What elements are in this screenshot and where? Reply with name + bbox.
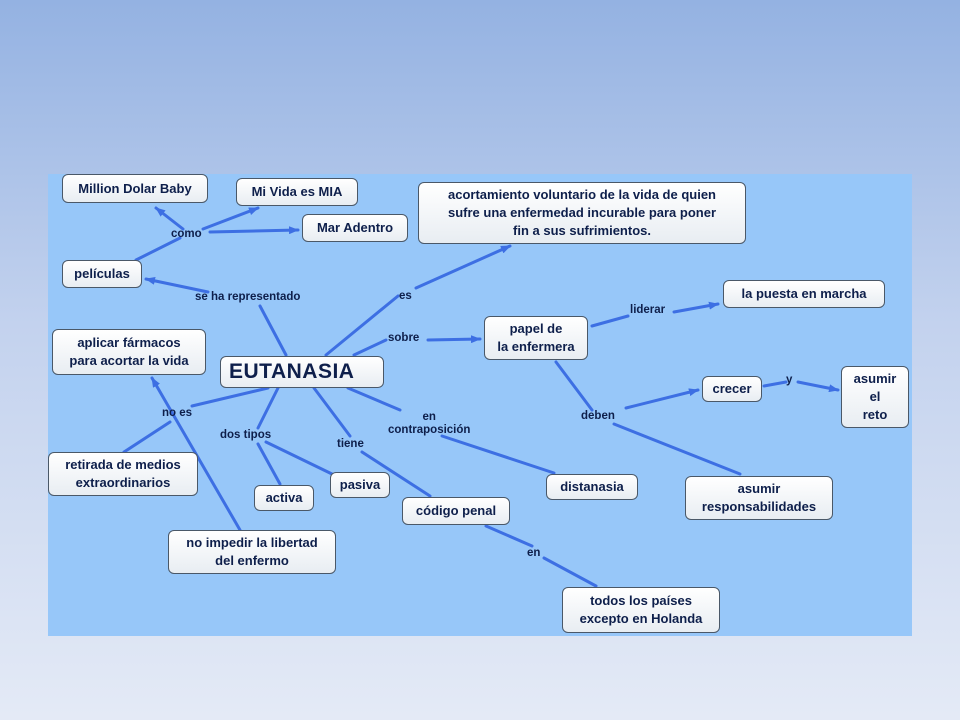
link-y-to-asumir-reto	[796, 380, 840, 393]
node-retirada-de-medios: retirada de medios extraordinarios	[48, 452, 198, 496]
link-es-to-definicion	[414, 244, 512, 290]
link-como-to-million	[154, 206, 185, 231]
node-asumir-responsabilidades: asumir responsabilidades	[685, 476, 833, 520]
link-eutanasia-to-tiene	[312, 386, 352, 438]
link-dostipos-to-activa	[256, 442, 282, 486]
link-papel-to-liderar	[590, 314, 630, 328]
link-eutanasia-to-sobre	[352, 338, 388, 357]
node-crecer: crecer	[702, 376, 762, 402]
link-label-es: es	[399, 290, 412, 302]
link-en-to-todos	[542, 556, 598, 588]
link-label-no-es: no es	[162, 407, 193, 419]
node-no-impedir-la-libertad: no impedir la libertad del enfermo	[168, 530, 336, 574]
link-label-dos-tipos: dos tipos	[220, 429, 272, 441]
node-la-puesta-en-marcha: la puesta en marcha	[723, 280, 885, 308]
node-mar-adentro: Mar Adentro	[302, 214, 408, 242]
node-papel-de-la-enfermera: papel de la enfermera	[484, 316, 588, 360]
link-codigo-to-en	[484, 524, 534, 548]
node-aplicar-farmacos: aplicar fármacos para acortar la vida	[52, 329, 206, 375]
link-label-en-contraposicion: en contraposición	[388, 411, 471, 436]
link-sobre-to-papel	[426, 335, 482, 344]
link-papel-to-deben	[554, 360, 594, 412]
link-label-liderar: liderar	[630, 304, 666, 316]
link-eutanasia-to-es	[324, 294, 400, 357]
node-activa: activa	[254, 485, 314, 511]
link-label-en: en	[527, 547, 541, 559]
link-contraposicion-to-distanasia	[440, 434, 556, 475]
node-mi-vida-es-mia: Mi Vida es MIA	[236, 178, 358, 206]
node-eutanasia: EUTANASIA	[220, 356, 384, 388]
link-deben-to-crecer	[624, 388, 700, 410]
link-como-to-maradentro	[208, 226, 300, 235]
node-asumir-el-reto: asumir el reto	[841, 366, 909, 428]
concept-map: como se ha representado es liderar sobre…	[48, 174, 912, 636]
link-label-sobre: sobre	[388, 332, 420, 344]
link-label-como: como	[171, 228, 202, 240]
link-eutanasia-to-contraposicion	[346, 386, 402, 412]
connector-lines	[122, 206, 840, 588]
node-peliculas: películas	[62, 260, 142, 288]
node-codigo-penal: código penal	[402, 497, 510, 525]
link-crecer-to-y	[762, 380, 788, 388]
node-pasiva: pasiva	[330, 472, 390, 498]
link-representado-to-peliculas	[144, 276, 210, 294]
link-deben-to-asumir-resp	[612, 422, 742, 476]
node-todos-los-paises: todos los países excepto en Holanda	[562, 587, 720, 633]
link-tiene-to-codigo	[360, 450, 432, 498]
node-definicion: acortamiento voluntario de la vida de qu…	[418, 182, 746, 244]
node-million-dolar-baby: Million Dolar Baby	[62, 174, 208, 203]
link-label-y: y	[786, 374, 793, 386]
link-eutanasia-to-representado	[258, 304, 288, 357]
link-label-tiene: tiene	[337, 438, 364, 450]
link-eutanasia-to-dostipos	[256, 386, 280, 430]
link-peliculas-to-como	[134, 236, 182, 262]
node-distanasia: distanasia	[546, 474, 638, 500]
link-dostipos-to-pasiva	[264, 440, 334, 476]
link-liderar-to-puesta	[672, 301, 720, 314]
link-noes-to-retirada	[122, 420, 172, 454]
link-label-deben: deben	[581, 410, 615, 422]
link-eutanasia-to-noes	[190, 386, 270, 408]
link-label-se-ha-representado: se ha representado	[195, 291, 301, 303]
link-como-to-mivida	[201, 206, 260, 231]
